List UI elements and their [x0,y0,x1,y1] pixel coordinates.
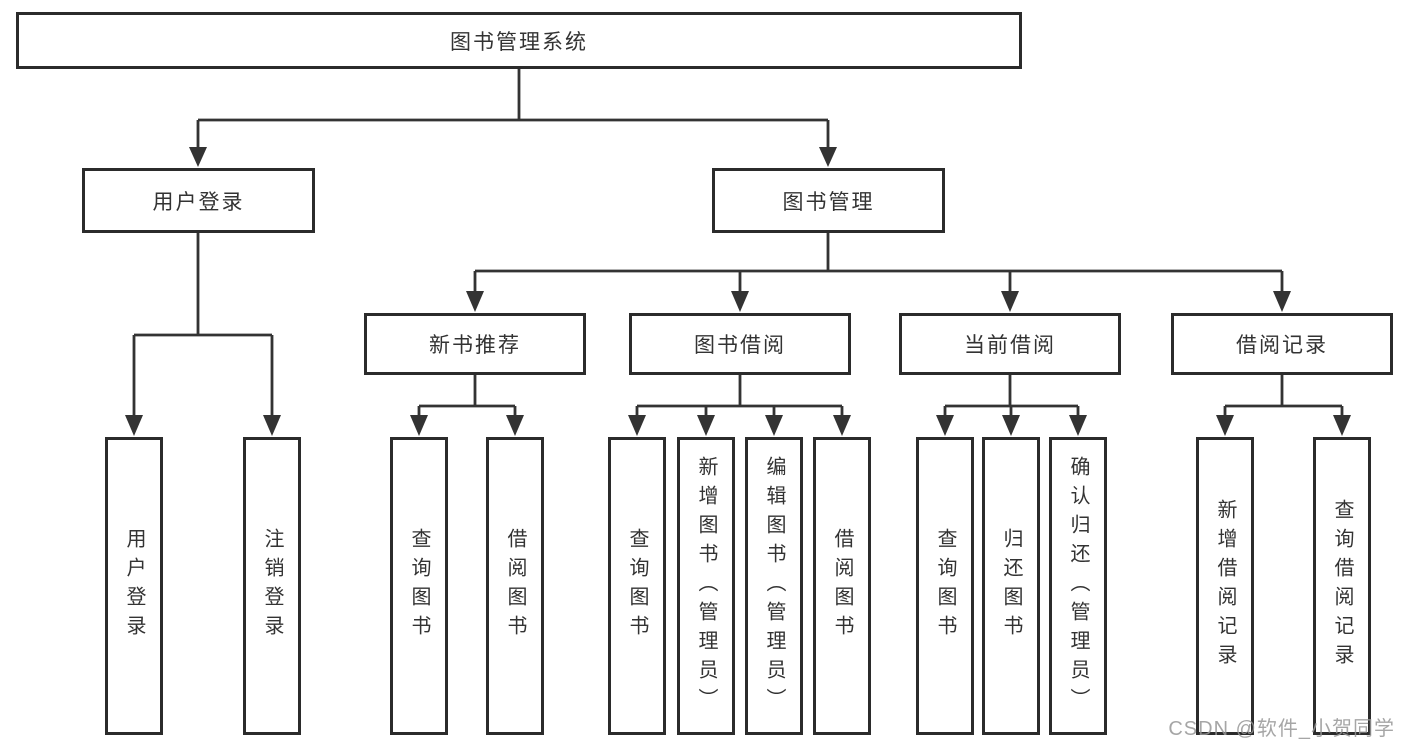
leaf-user-login-label: 用户登录 [123,528,145,644]
node-user-login-label: 用户登录 [152,190,245,214]
leaf-logout: 注销登录 [243,437,301,735]
leaf-bb-query-books: 查询图书 [608,437,666,735]
leaf-bb-edit-books-label: 编辑图书（管理员） [763,455,785,717]
csdn-watermark: CSDN @软件_小贺同学 [1168,718,1395,740]
leaf-br-add-record: 新增借阅记录 [1196,437,1254,735]
node-root: 图书管理系统 [16,12,1022,69]
node-borrow-record-label: 借阅记录 [1236,334,1328,357]
node-current-borrow-label: 当前借阅 [964,334,1056,357]
leaf-rec-borrow-books: 借阅图书 [486,437,544,735]
leaf-cb-return-books-label: 归还图书 [1000,528,1022,644]
leaf-br-query-record: 查询借阅记录 [1313,437,1371,735]
leaf-bb-borrow-books: 借阅图书 [813,437,871,735]
node-borrow-record: 借阅记录 [1171,313,1393,375]
node-user-login: 用户登录 [82,168,315,233]
leaf-rec-query-books: 查询图书 [390,437,448,735]
leaf-bb-edit-books: 编辑图书（管理员） [745,437,803,735]
node-new-book-recommend: 新书推荐 [364,313,586,375]
leaf-br-query-record-label: 查询借阅记录 [1331,499,1353,673]
node-current-borrow: 当前借阅 [899,313,1121,375]
leaf-bb-add-books: 新增图书（管理员） [677,437,735,735]
leaf-rec-borrow-books-label: 借阅图书 [504,528,526,644]
node-book-management-label: 图书管理 [782,190,875,214]
leaf-cb-confirm-return-label: 确认归还（管理员） [1067,455,1089,717]
leaf-bb-borrow-books-label: 借阅图书 [831,528,853,644]
leaf-bb-add-books-label: 新增图书（管理员） [695,455,717,717]
leaf-logout-label: 注销登录 [261,528,283,644]
connector-paths [132,69,1344,420]
node-book-borrow: 图书借阅 [629,313,851,375]
leaf-cb-return-books: 归还图书 [982,437,1040,735]
leaf-br-add-record-label: 新增借阅记录 [1214,499,1236,673]
node-root-label: 图书管理系统 [450,30,588,54]
leaf-cb-query-books-label: 查询图书 [934,528,956,644]
leaf-user-login: 用户登录 [105,437,163,735]
leaf-rec-query-books-label: 查询图书 [408,528,430,644]
arrowheads [125,147,1351,436]
leaf-cb-confirm-return: 确认归还（管理员） [1049,437,1107,735]
node-book-management: 图书管理 [712,168,945,233]
node-new-book-recommend-label: 新书推荐 [429,334,521,357]
leaf-bb-query-books-label: 查询图书 [626,528,648,644]
node-book-borrow-label: 图书借阅 [694,334,786,357]
leaf-cb-query-books: 查询图书 [916,437,974,735]
